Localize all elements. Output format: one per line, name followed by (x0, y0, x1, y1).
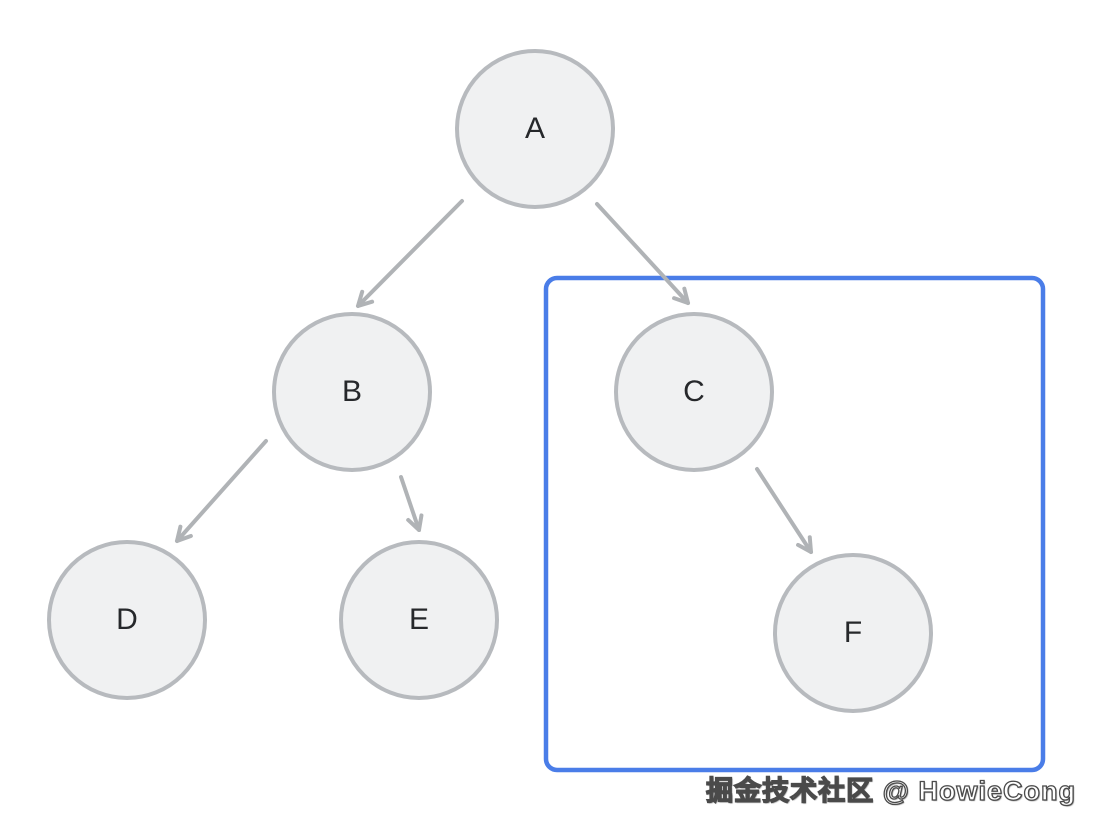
edge-b-d (175, 439, 268, 543)
subtree-highlight-box (543, 275, 1046, 773)
node-d: D (47, 540, 207, 700)
edge-c-f (755, 467, 813, 554)
node-a: A (455, 49, 615, 209)
node-b: B (272, 312, 432, 472)
edge-a-c (595, 202, 690, 305)
node-c: C (614, 312, 774, 472)
node-e: E (339, 540, 499, 700)
edge-b-e (399, 475, 424, 532)
node-a-label: A (524, 112, 545, 145)
node-c-label: C (683, 375, 705, 408)
node-e-label: E (408, 603, 429, 636)
watermark: 掘金技术社区 @ HowieCong (706, 775, 1076, 806)
node-f-label: F (843, 616, 863, 649)
node-b-label: B (341, 375, 362, 408)
node-f: F (773, 553, 933, 713)
node-d-label: D (116, 603, 138, 636)
edge-a-b (356, 199, 464, 308)
